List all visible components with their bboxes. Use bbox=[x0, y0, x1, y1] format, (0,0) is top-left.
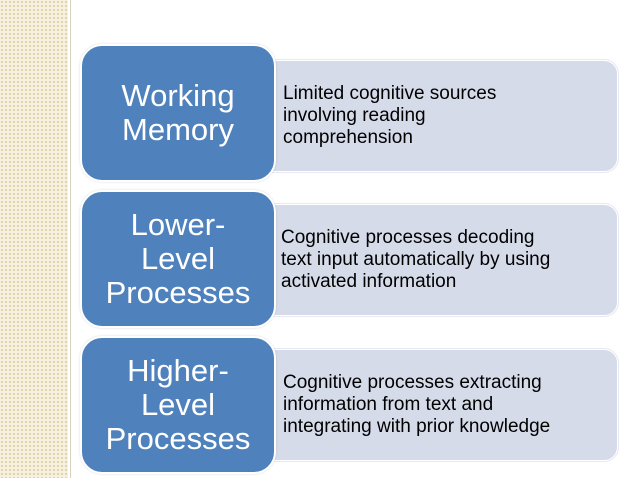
higher-level-processes-label-box: Higher- Level Processes bbox=[80, 336, 276, 474]
higher-level-processes-label: Higher- Level Processes bbox=[105, 353, 251, 456]
lower-level-processes-description-box: Cognitive processes decoding text input … bbox=[230, 204, 618, 316]
decorative-side-strip bbox=[0, 0, 68, 478]
higher-level-processes-description: Cognitive processes extracting informati… bbox=[283, 372, 551, 437]
lower-level-processes-label: Lower- Level Processes bbox=[105, 207, 251, 310]
lower-level-processes-label-box: Lower- Level Processes bbox=[80, 190, 276, 328]
working-memory-description-box: Limited cognitive sources involving read… bbox=[230, 60, 618, 172]
lower-level-processes-description: Cognitive processes decoding text input … bbox=[281, 227, 551, 292]
working-memory-description: Limited cognitive sources involving read… bbox=[283, 83, 497, 148]
higher-level-processes-description-box: Cognitive processes extracting informati… bbox=[230, 349, 618, 461]
side-divider-line bbox=[70, 0, 71, 478]
working-memory-label: Working Memory bbox=[121, 78, 235, 147]
working-memory-label-box: Working Memory bbox=[80, 44, 276, 182]
